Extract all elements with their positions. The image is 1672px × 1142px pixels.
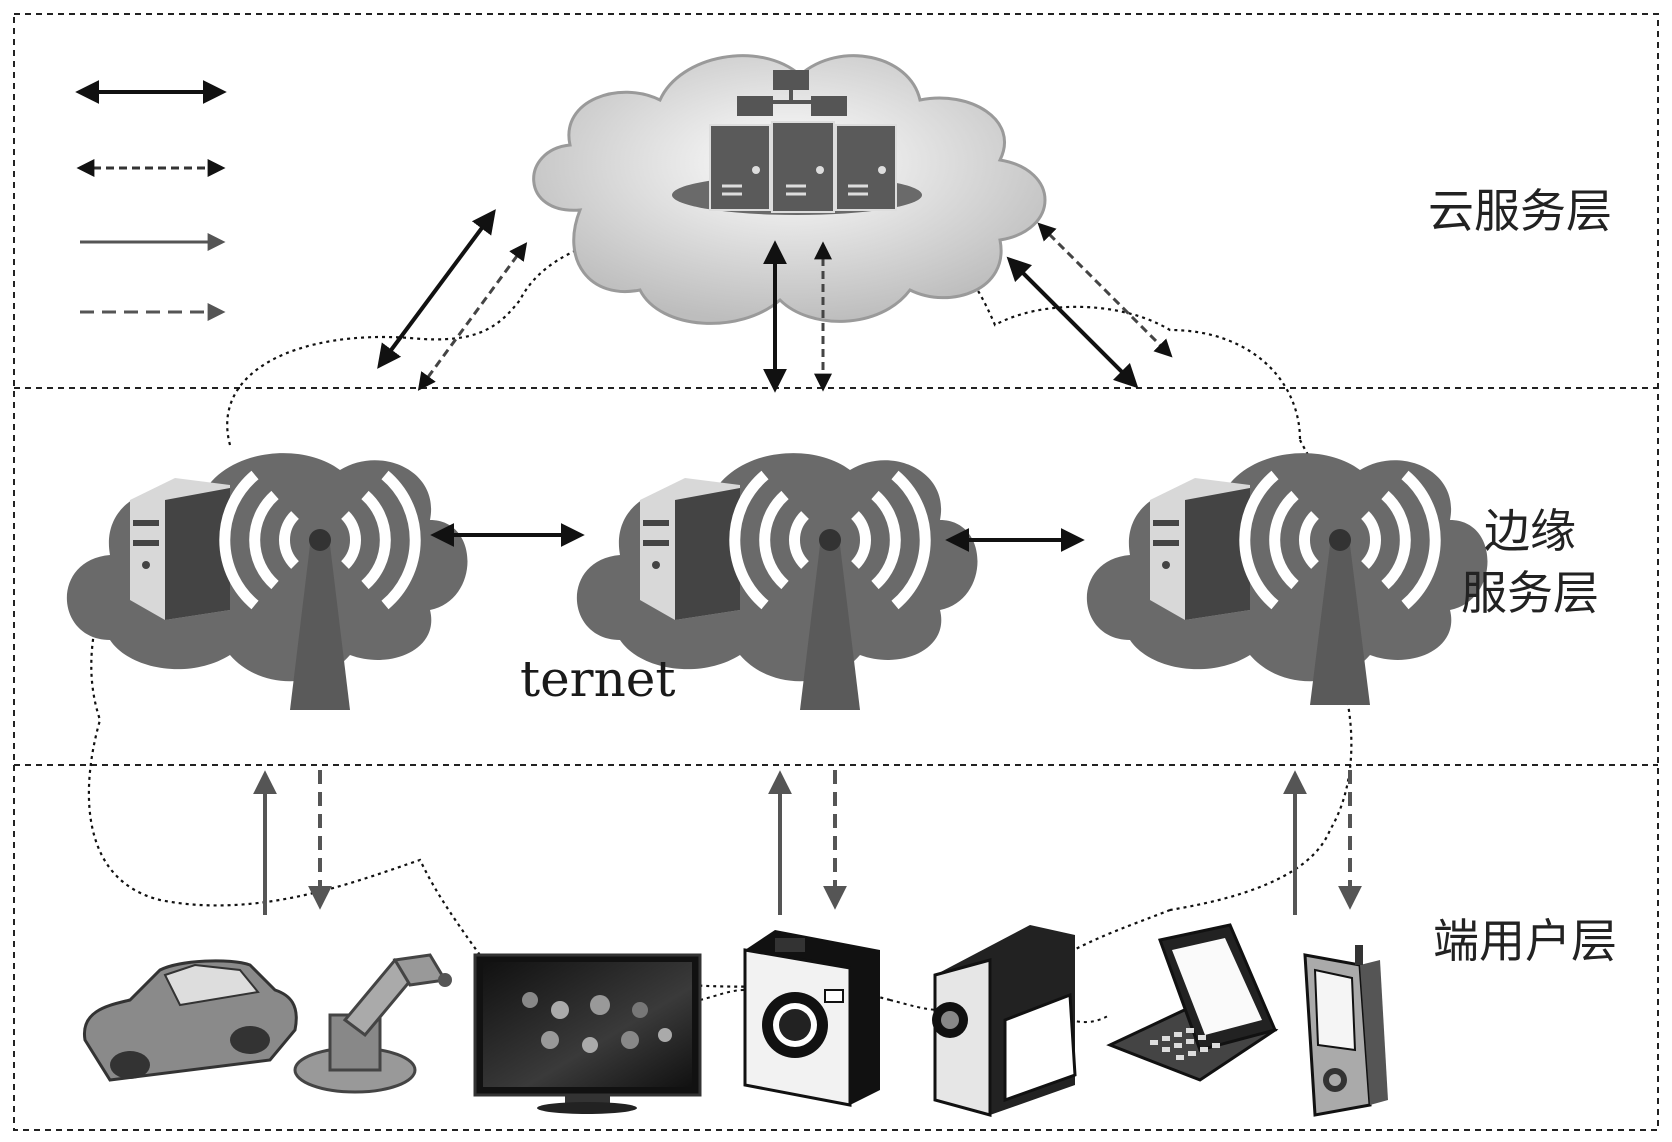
television-icon bbox=[473, 953, 702, 1114]
internet-label: ternet bbox=[520, 650, 676, 708]
camera-icon bbox=[743, 930, 880, 1107]
laptop-icon bbox=[1106, 923, 1279, 1082]
robot-arm-icon bbox=[293, 953, 452, 1094]
edge-service-layer-label: 边缘 服务层 bbox=[1440, 500, 1620, 624]
edge-server-left-icon bbox=[130, 478, 230, 620]
edge-node-left bbox=[66, 453, 468, 710]
server-cluster-icon bbox=[709, 70, 897, 213]
device-links bbox=[699, 989, 1111, 1024]
legend bbox=[75, 80, 227, 321]
edge-label-line2: 服务层 bbox=[1461, 566, 1599, 620]
antenna-left-icon bbox=[219, 470, 421, 710]
antenna-right-icon bbox=[1239, 470, 1441, 705]
edge-user-arrows bbox=[253, 770, 1362, 915]
edge-server-center-icon bbox=[640, 478, 740, 620]
arrow-cloud-edge-right-solid bbox=[1006, 256, 1139, 389]
pda-icon bbox=[1303, 945, 1388, 1117]
video-camera-icon bbox=[932, 925, 1077, 1117]
edge-node-center bbox=[576, 453, 978, 710]
outer-frame bbox=[13, 13, 1659, 1131]
arrow-cloud-edge-left-dashed bbox=[417, 242, 528, 391]
edge-node-right bbox=[1086, 453, 1488, 705]
car-icon bbox=[83, 959, 298, 1082]
edge-server-right-icon bbox=[1150, 478, 1250, 620]
cloud-service-layer-label: 云服务层 bbox=[1428, 184, 1612, 238]
antenna-center-icon bbox=[729, 470, 931, 710]
end-user-layer-label: 端用户层 bbox=[1433, 914, 1617, 968]
arrow-cloud-edge-left-solid bbox=[377, 209, 496, 369]
edge-label-line1: 边缘 bbox=[1484, 504, 1576, 558]
arrow-cloud-edge-right-dashed bbox=[1037, 222, 1173, 358]
central-cloud bbox=[532, 54, 1047, 325]
cloud-edge-arrows bbox=[377, 209, 1173, 393]
